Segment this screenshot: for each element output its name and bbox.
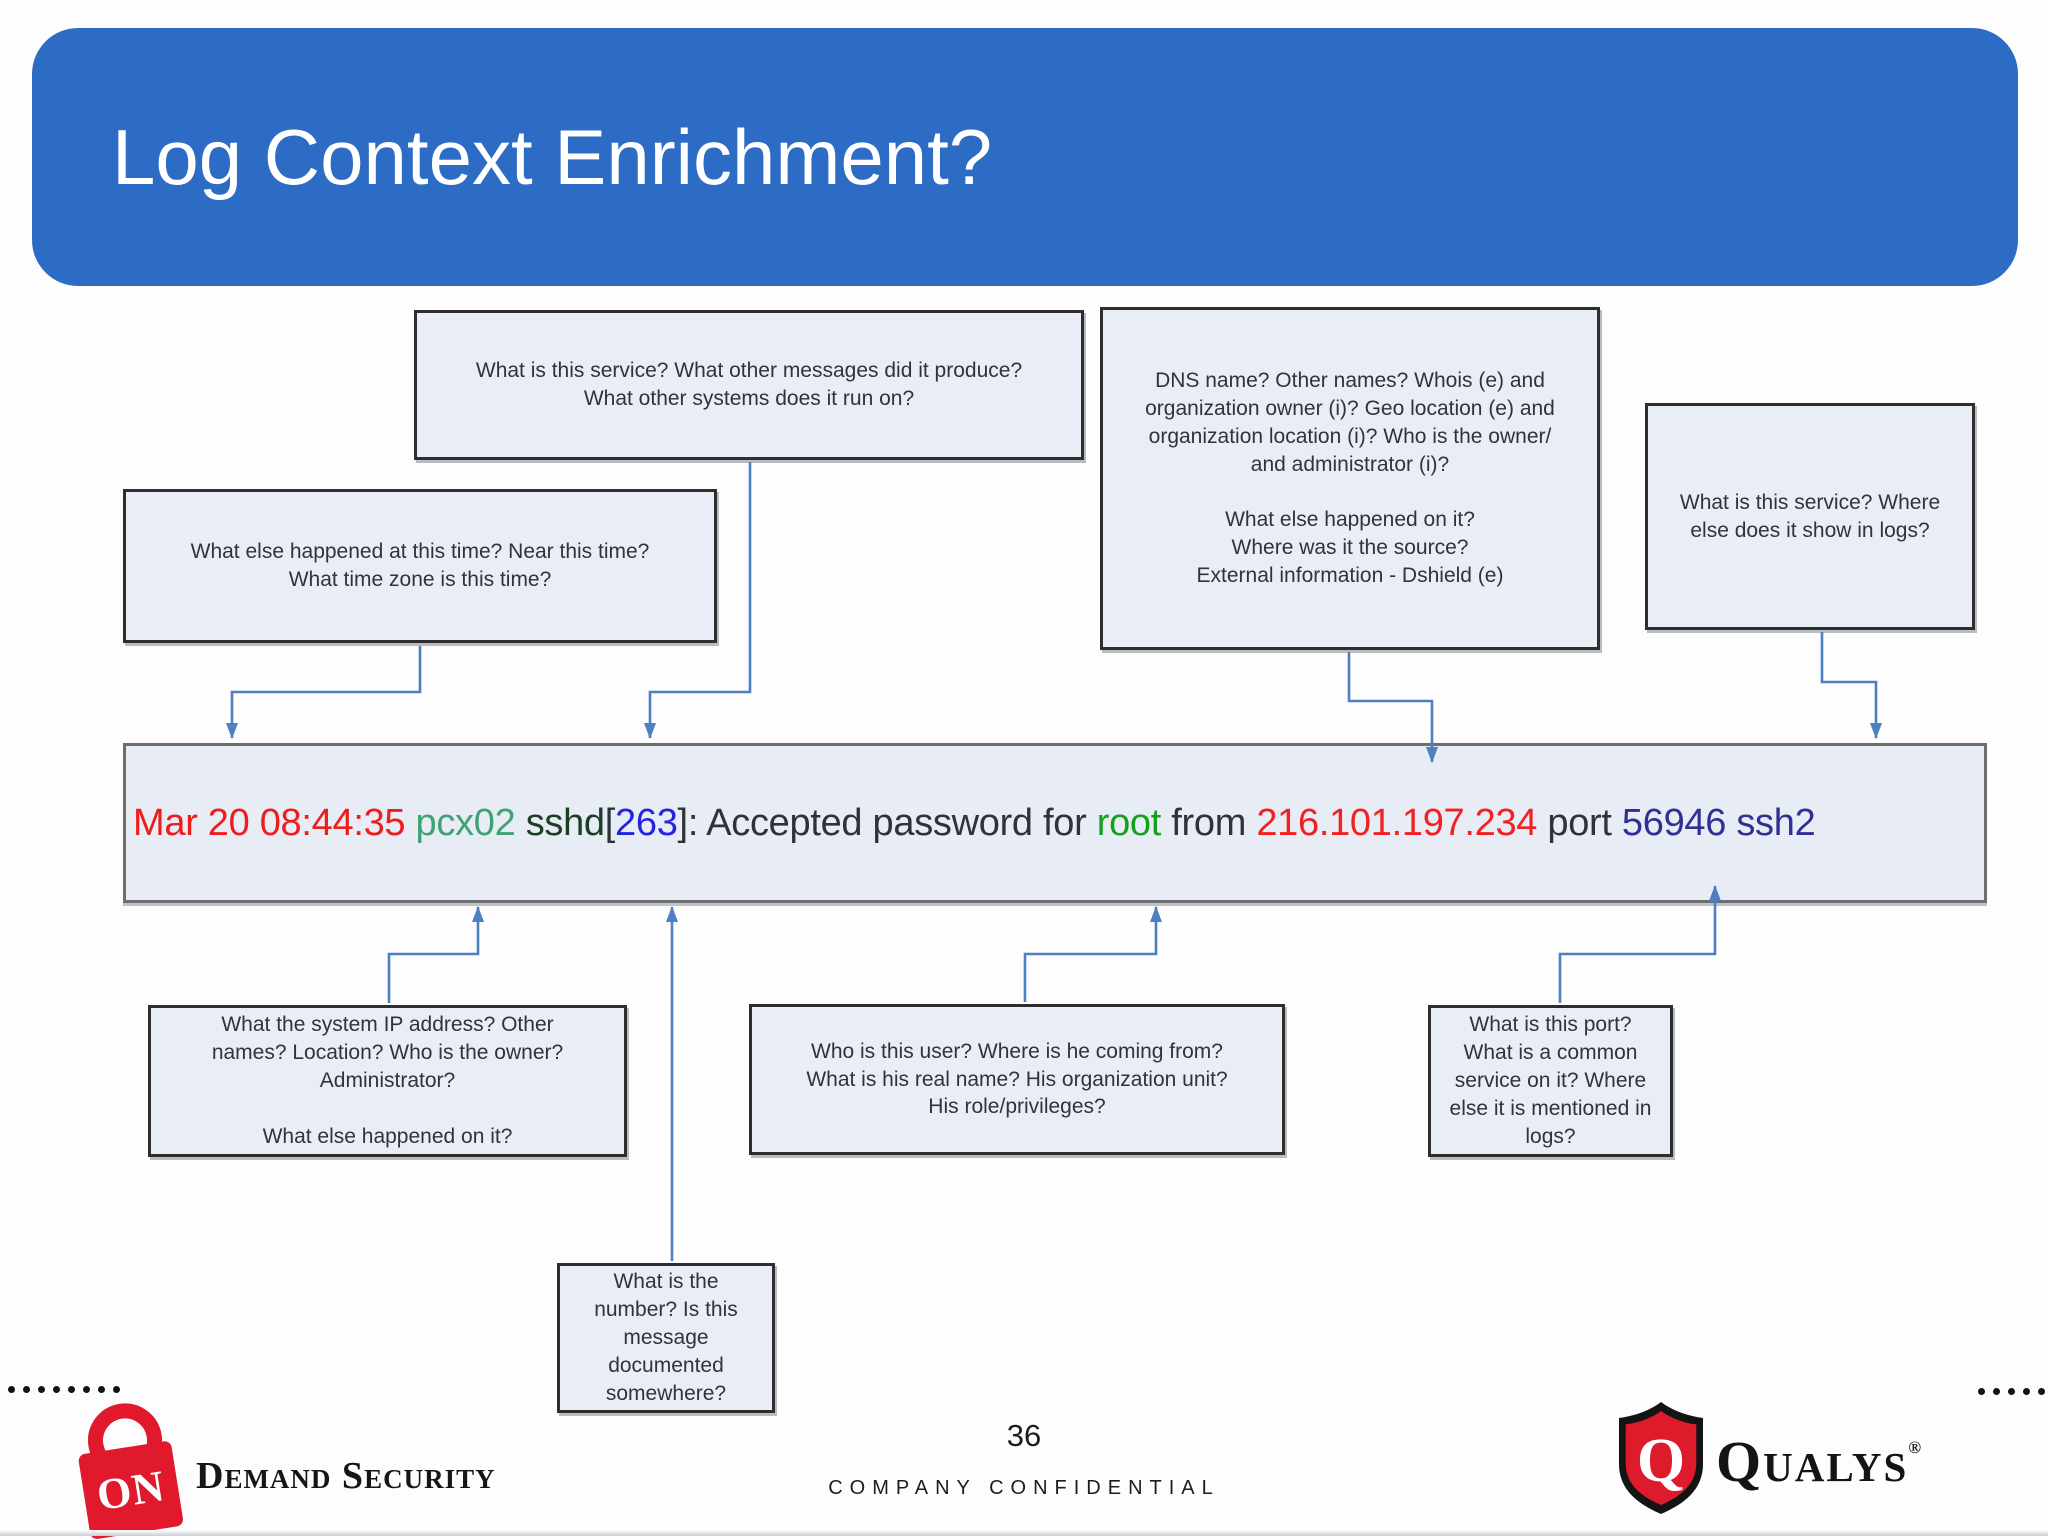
arrow-systemip-to-log [387, 906, 484, 1003]
callout-service-in-logs: What is this service? Where else does it… [1645, 403, 1975, 630]
page-number: 36 [1006, 1418, 1042, 1453]
arrow-port-to-log [1558, 885, 1721, 1003]
log-segment: 56946 ssh2 [1621, 801, 1816, 844]
callout-port: What is this port? What is a common serv… [1428, 1005, 1673, 1157]
callout-user: Who is this user? Where is he coming fro… [749, 1004, 1285, 1155]
log-segment: 216.101.197.234 [1256, 801, 1538, 844]
padlock-icon: ON [69, 1394, 203, 1540]
arrow-time-to-log [226, 646, 422, 739]
registered-mark: ® [1908, 1438, 1922, 1457]
log-segment: [ [604, 801, 616, 844]
log-segment: pcx02 [415, 801, 516, 844]
log-segment: 263 [615, 801, 678, 844]
qualys-name: Qualys [1716, 1429, 1909, 1494]
callout-pid-number: What is the number? Is this message docu… [557, 1263, 775, 1413]
log-segment: ] [677, 801, 689, 844]
log-segment: port [1537, 801, 1622, 844]
log-line-text: Mar 20 08:44:35 pcx02 sshd[263]: Accepte… [126, 801, 1816, 845]
ods-wordmark: Demand Security [196, 1455, 496, 1497]
padlock-body: ON [77, 1440, 185, 1540]
callout-timestamp: What else happened at this time? Near th… [123, 489, 717, 643]
log-segment [405, 802, 415, 844]
callout-timestamp-text: What else happened at this time? Near th… [190, 540, 650, 591]
log-segment [515, 802, 525, 844]
log-segment: from [1161, 801, 1257, 844]
callout-source-ip-context: DNS name? Other names? Whois (e) and org… [1100, 307, 1600, 650]
log-segment: sshd [525, 801, 605, 844]
qualys-wordmark: Qualys® [1716, 1428, 1921, 1495]
title-banner: Log Context Enrichment? [32, 28, 2018, 286]
dotted-divider-left [8, 1386, 120, 1393]
callout-service-text: What is this service? What other message… [475, 359, 1023, 410]
callout-port-text: What is this port? What is a common serv… [1449, 1013, 1652, 1148]
log-segment: root [1096, 801, 1162, 844]
callout-source-ip-context-text: DNS name? Other names? Whois (e) and org… [1145, 368, 1555, 588]
log-segment: : Accepted password for [687, 801, 1097, 844]
callout-service: What is this service? What other message… [414, 310, 1084, 460]
callout-system-host: What the system IP address? Other names?… [148, 1005, 627, 1157]
confidentiality-label: COMPANY CONFIDENTIAL [828, 1477, 1220, 1499]
ods-on-label: ON [93, 1460, 169, 1520]
callout-service-in-logs-text: What is this service? Where else does it… [1679, 490, 1941, 542]
callout-pid-number-text: What is the number? Is this message docu… [594, 1270, 738, 1405]
arrow-user-to-log [1023, 906, 1162, 1002]
svg-text:Q: Q [1637, 1427, 1685, 1495]
log-segment: Mar 20 08:44:35 [133, 801, 406, 844]
slide-bottom-edge [0, 1530, 2048, 1536]
callout-user-text: Who is this user? Where is he coming fro… [806, 1039, 1228, 1119]
page-title: Log Context Enrichment? [112, 112, 993, 201]
arrow-servicelogs-to-log [1820, 632, 1882, 739]
qualys-shield-icon: Q [1619, 1402, 1703, 1514]
ondemand-security-logo: ON Demand Security [77, 1398, 498, 1540]
callout-system-host-text: What the system IP address? Other names?… [211, 1013, 564, 1148]
qualys-logo: Q Qualys® [1616, 1400, 2036, 1530]
dotted-divider-right [1978, 1388, 2045, 1395]
log-line-box: Mar 20 08:44:35 pcx02 sshd[263]: Accepte… [123, 743, 1987, 903]
